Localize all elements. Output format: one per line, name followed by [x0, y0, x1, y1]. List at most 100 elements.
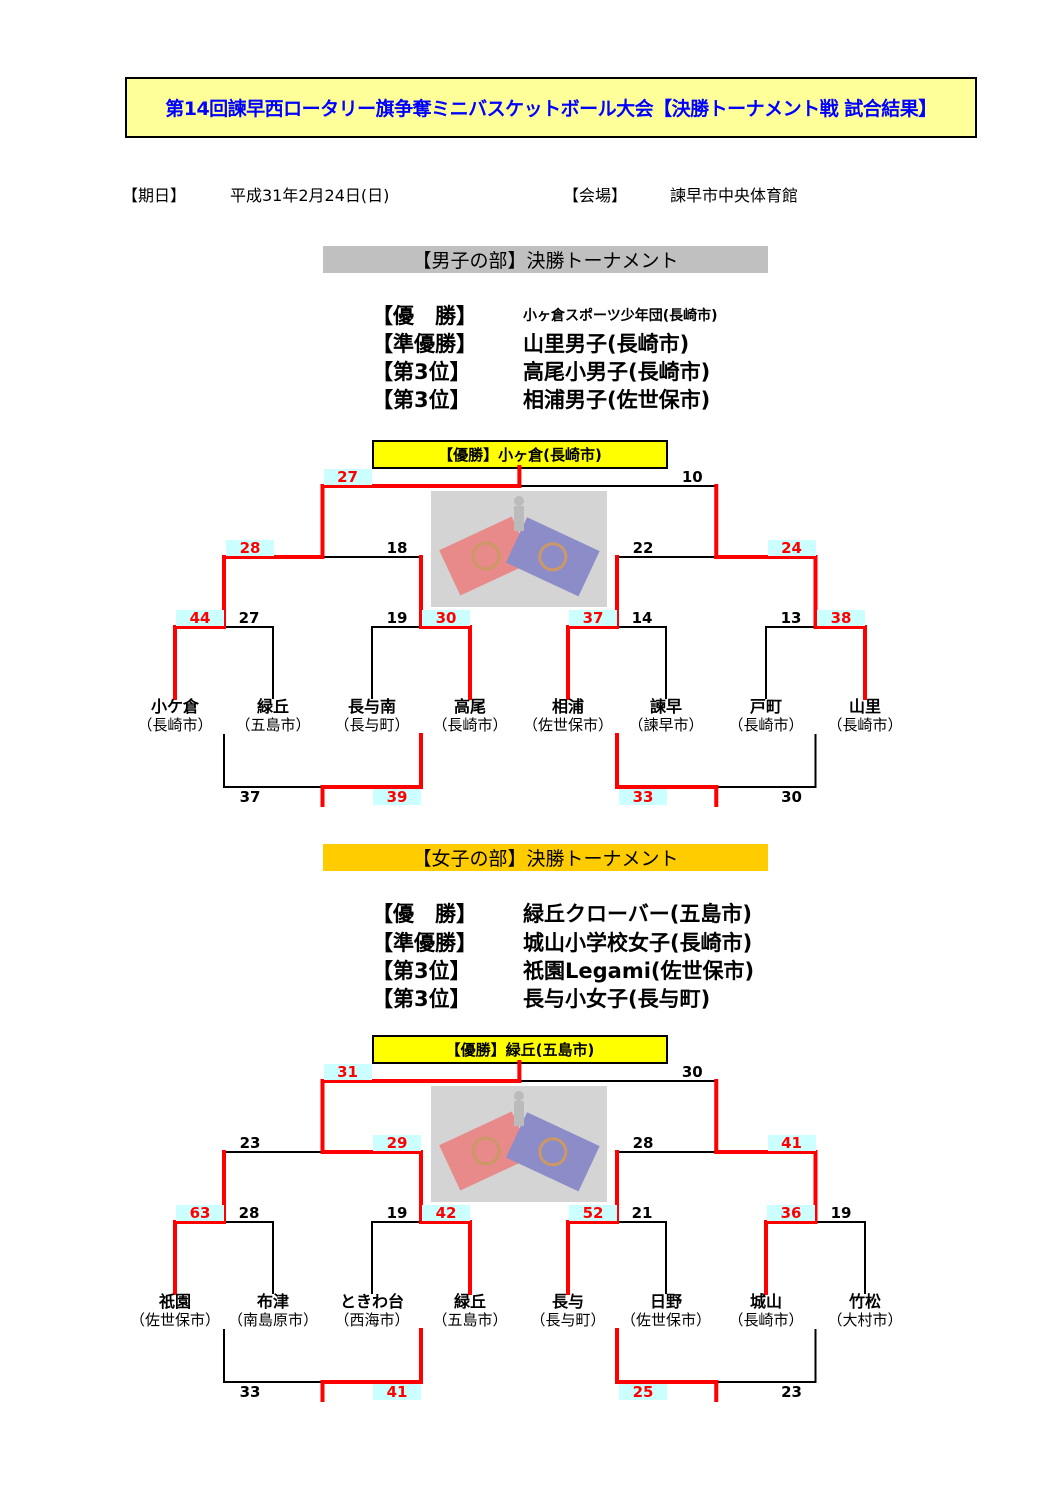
team-entry: 布津（南島原市） — [227, 1293, 319, 1330]
bracket-lines — [173, 1060, 866, 1402]
team-entry: 竹松（大村市） — [827, 1292, 903, 1330]
date-value: 平成31年2月24日(日) — [230, 186, 390, 205]
team-city: （長崎市） — [137, 716, 213, 734]
bracket-lines — [173, 465, 867, 807]
team-entry: 緑丘（五島市） — [432, 1292, 508, 1330]
team-entry: 高尾（長崎市） — [432, 697, 508, 735]
team-entry: 日野（佐世保市） — [620, 1292, 712, 1330]
female-division-heading: 【女子の部】決勝トーナメント — [323, 844, 768, 871]
team-name: 長与 — [551, 1292, 585, 1311]
team-name: 日野 — [649, 1292, 683, 1311]
winning-score: 41 — [767, 1135, 816, 1151]
result-label: 【第3位】 — [372, 388, 471, 412]
team-name: 緑丘 — [256, 697, 290, 716]
losing-score: 37 — [239, 788, 261, 806]
team-entry: 城山（長崎市） — [728, 1293, 803, 1330]
team-city: （長与町） — [530, 1311, 606, 1329]
losing-score: 18 — [386, 539, 408, 557]
losing-score: 23 — [239, 1134, 261, 1152]
result-value: 長与小女子(長与町) — [523, 987, 711, 1011]
team-entry: 祇園（佐世保市） — [129, 1292, 221, 1330]
team-entry: 緑丘（五島市） — [235, 697, 311, 735]
losing-score: 10 — [681, 468, 703, 486]
losing-score: 19 — [386, 1204, 408, 1222]
result-value: 高尾小男子(長崎市) — [523, 360, 711, 384]
team-city: （五島市） — [235, 716, 311, 734]
result-label: 【第3位】 — [372, 959, 471, 983]
team-city: （長崎市） — [827, 716, 903, 734]
team-city: （南島原市） — [227, 1311, 319, 1329]
team-name: 高尾 — [453, 697, 487, 716]
team-name: 緑丘 — [453, 1292, 487, 1311]
losing-score: 28 — [238, 1204, 260, 1222]
tournament-flags-logo — [431, 1086, 607, 1202]
venue-value: 諫早市中央体育館 — [670, 186, 799, 205]
team-name: ときわ台 — [339, 1292, 405, 1311]
tournament-flags-logo — [431, 491, 607, 607]
winning-score: 29 — [373, 1135, 421, 1151]
losing-score: 21 — [631, 1204, 653, 1222]
team-entry: 戸町（長崎市） — [728, 697, 803, 735]
losing-score: 13 — [780, 609, 802, 627]
team-city: （諫早市） — [628, 716, 704, 734]
champion-banner: 【優勝】緑丘(五島市) — [372, 1035, 668, 1064]
result-value: 小ヶ倉スポーツ少年団(長崎市) — [523, 308, 718, 324]
winning-score: 37 — [569, 610, 617, 626]
winning-score: 52 — [569, 1205, 617, 1221]
team-entry: 諫早（諫早市） — [628, 697, 704, 735]
losing-score: 33 — [239, 1383, 261, 1401]
winning-score: 41 — [373, 1384, 421, 1400]
team-name: 戸町 — [749, 697, 783, 716]
team-city: （西海市） — [334, 1311, 410, 1329]
winning-score: 25 — [619, 1384, 667, 1400]
result-label: 【第3位】 — [372, 360, 471, 384]
losing-score: 27 — [238, 609, 260, 627]
losing-score: 22 — [632, 539, 654, 557]
winning-score: 36 — [767, 1205, 815, 1221]
team-name: 山里 — [848, 697, 882, 716]
team-name: 諫早 — [649, 697, 683, 716]
winning-score: 39 — [373, 789, 421, 805]
result-label: 【優 勝】 — [372, 304, 477, 328]
team-name: 相浦 — [551, 697, 585, 716]
losing-score: 28 — [632, 1134, 654, 1152]
team-name: 竹松 — [848, 1292, 882, 1311]
result-label: 【準優勝】 — [372, 931, 477, 955]
team-city: （佐世保市） — [129, 1311, 221, 1329]
result-value: 山里男子(長崎市) — [523, 332, 690, 356]
losing-score: 19 — [386, 609, 408, 627]
team-city: （大村市） — [827, 1311, 903, 1329]
winning-score: 33 — [619, 789, 667, 805]
team-name: 祇園 — [158, 1292, 192, 1311]
team-entry: 長与南（長与町） — [334, 698, 410, 735]
team-city: （佐世保市） — [620, 1311, 712, 1329]
team-city: （長崎市） — [432, 716, 508, 734]
losing-score: 19 — [830, 1204, 852, 1222]
team-entry: ときわ台（西海市） — [334, 1292, 410, 1330]
venue-label: 【会場】 — [563, 186, 628, 205]
team-name: 小ケ倉 — [150, 697, 200, 716]
document-title: 第14回諫早西ロータリー旗争奪ミニバスケットボール大会【決勝トーナメント戦 試合… — [125, 77, 977, 138]
result-value: 相浦男子(佐世保市) — [523, 388, 711, 412]
result-label: 【優 勝】 — [372, 902, 477, 926]
result-label: 【第3位】 — [372, 987, 471, 1011]
team-city: （佐世保市） — [522, 716, 614, 734]
team-city: （長与町） — [334, 716, 410, 734]
losing-score: 14 — [631, 609, 653, 627]
result-value: 緑丘クローバー(五島市) — [523, 902, 752, 926]
winning-score: 28 — [226, 540, 274, 556]
date-label: 【期日】 — [122, 186, 187, 205]
team-entry: 小ケ倉（長崎市） — [137, 697, 213, 735]
losing-score: 30 — [681, 1063, 703, 1081]
result-value: 祇園Legami(佐世保市) — [523, 959, 755, 983]
team-entry: 長与（長与町） — [530, 1292, 606, 1330]
male-division-heading: 【男子の部】決勝トーナメント — [323, 246, 768, 273]
result-value: 城山小学校女子(長崎市) — [523, 931, 753, 955]
losing-score: 30 — [781, 788, 802, 806]
team-entry: 相浦（佐世保市） — [522, 697, 614, 735]
winning-score: 27 — [323, 469, 372, 485]
team-city: （五島市） — [432, 1311, 508, 1329]
winning-score: 38 — [817, 610, 865, 626]
